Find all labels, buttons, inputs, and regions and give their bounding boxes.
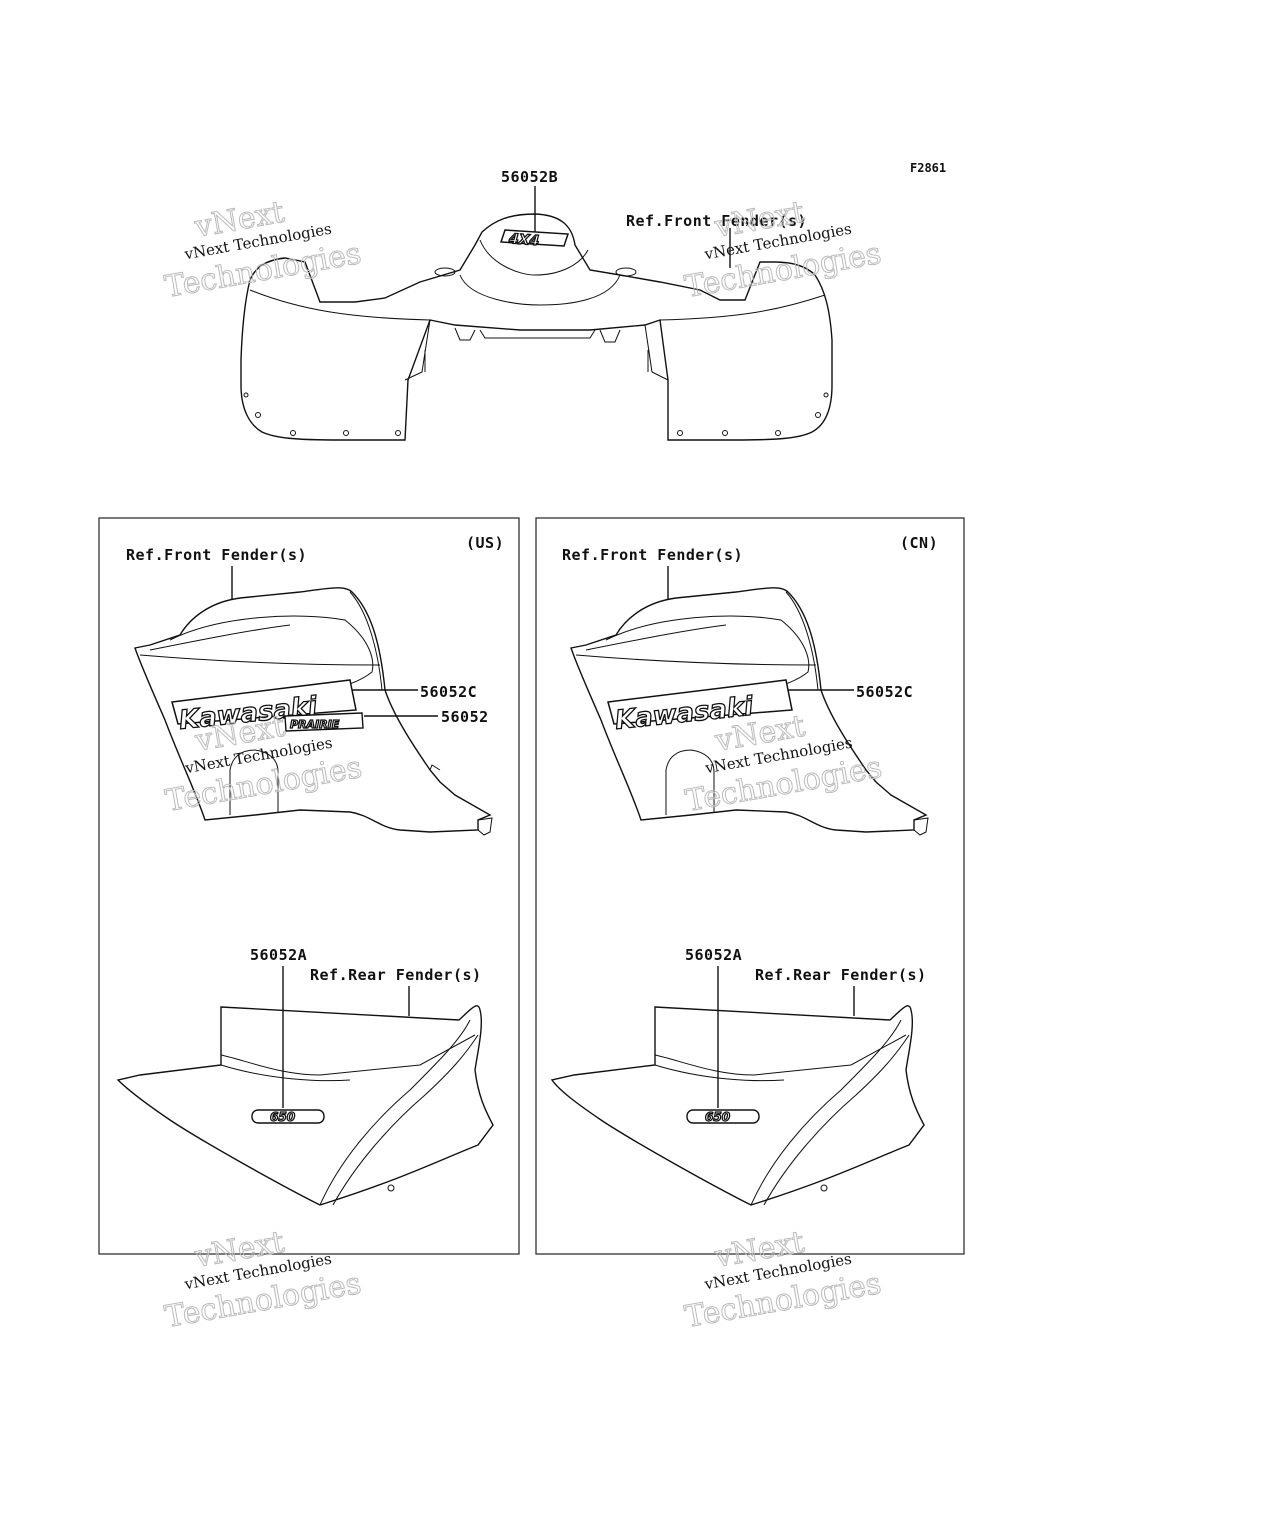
label-56052-us: 56052 <box>441 708 489 726</box>
decal-650-cn: 650 <box>686 1109 760 1125</box>
watermark-4: vNext vNext Technologies Technologies <box>682 708 885 819</box>
ref-front-fender-us: Ref.Front Fender(s) <box>126 546 307 564</box>
decal-prairie-us: PRAIRIE <box>284 712 364 732</box>
ref-front-fender-cn: Ref.Front Fender(s) <box>562 546 743 564</box>
top-front-fender: 4X4 <box>240 186 833 441</box>
figure-code: F2861 <box>910 161 946 175</box>
watermark-5: vNext vNext Technologies Technologies <box>162 1224 365 1335</box>
svg-text:4X4: 4X4 <box>507 231 539 249</box>
decal-4x4: 4X4 <box>499 229 570 250</box>
label-56052c-us: 56052C <box>420 683 477 701</box>
svg-text:650: 650 <box>705 1110 730 1124</box>
label-56052a-us: 56052A <box>250 946 307 964</box>
ref-rear-fender-cn: Ref.Rear Fender(s) <box>755 966 927 984</box>
label-56052a-cn: 56052A <box>685 946 742 964</box>
rear-fender-cn: 650 <box>550 1005 925 1206</box>
region-us: (US) <box>466 534 504 552</box>
label-56052b: 56052B <box>501 168 558 186</box>
watermark-6: vNext vNext Technologies Technologies <box>682 1224 885 1335</box>
ref-rear-fender-us: Ref.Rear Fender(s) <box>310 966 482 984</box>
label-56052c-cn: 56052C <box>856 683 913 701</box>
rear-fender-us: 650 <box>116 1005 494 1206</box>
panel-us <box>98 517 520 1255</box>
panel-cn <box>535 517 965 1255</box>
side-fender-us: Kawasaki PRAIRIE <box>134 587 493 836</box>
svg-text:650: 650 <box>270 1110 295 1124</box>
decal-650-us: 650 <box>251 1109 325 1125</box>
region-cn: (CN) <box>900 534 938 552</box>
ref-front-fender-top: Ref.Front Fender(s) <box>626 212 807 230</box>
watermark-1: vNext vNext Technologies Technologies <box>162 194 365 305</box>
svg-text:PRAIRIE: PRAIRIE <box>290 718 340 731</box>
watermark-2: vNext vNext Technologies Technologies <box>682 194 885 305</box>
